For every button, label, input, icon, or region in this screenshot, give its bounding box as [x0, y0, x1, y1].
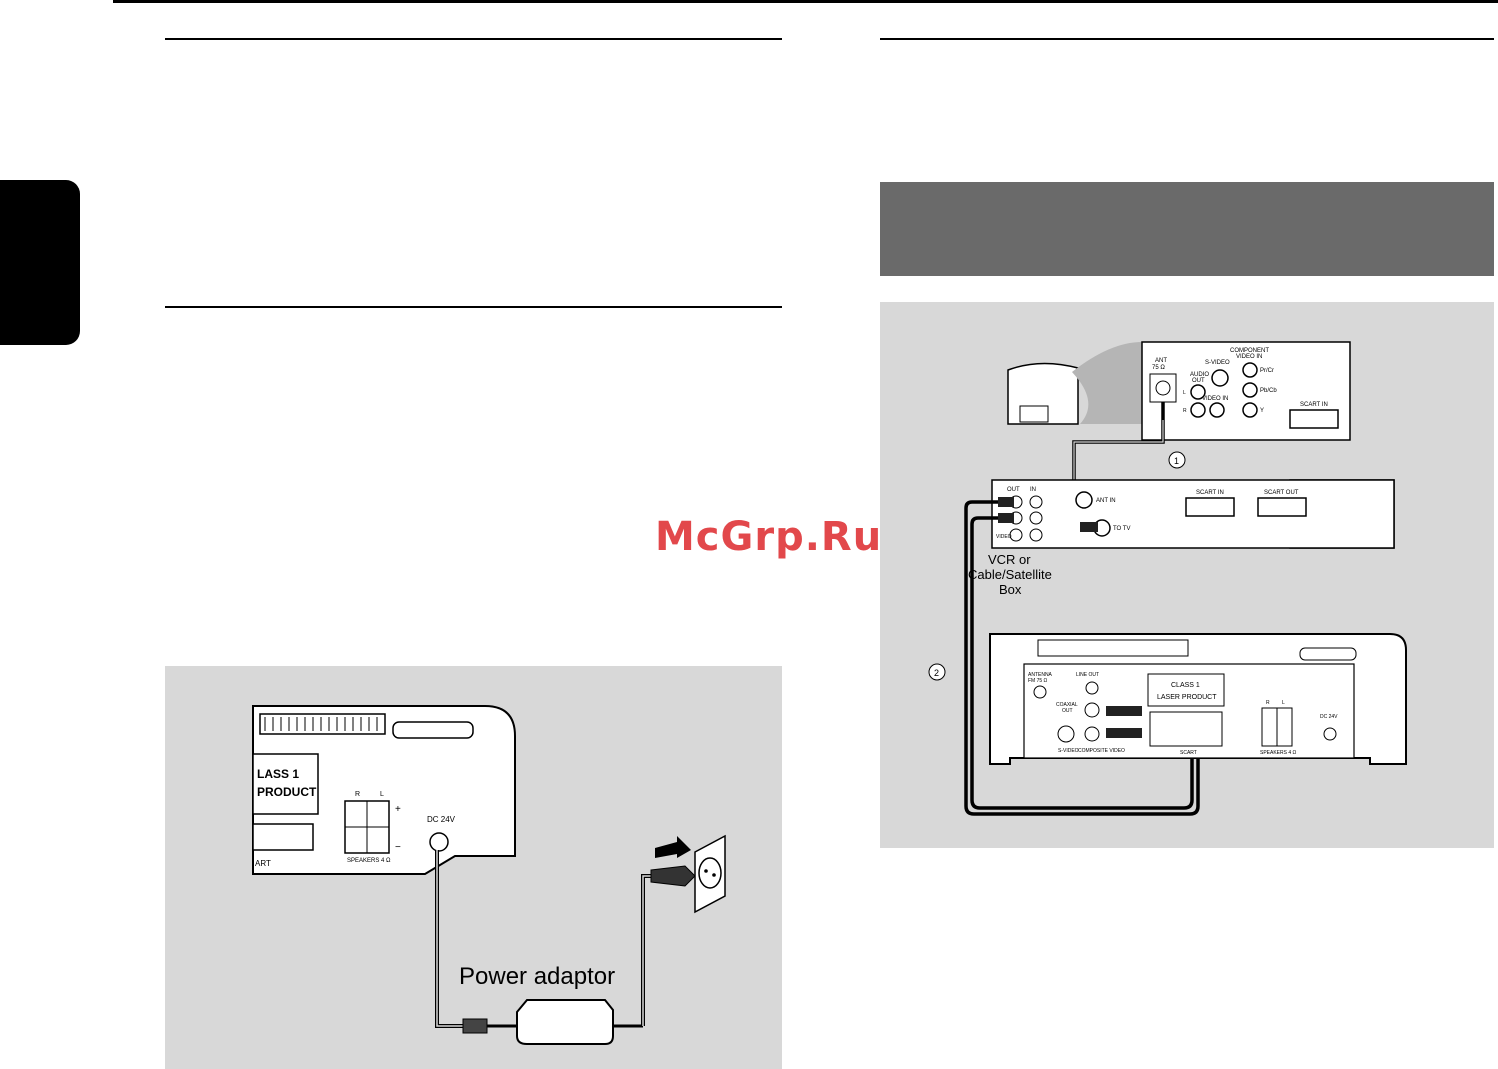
- vcr-to-tv-label: TO TV: [1113, 526, 1130, 532]
- tv-video-in-label: VIDEO IN: [1202, 396, 1228, 402]
- watermark: McGrp.Ru: [655, 514, 883, 560]
- language-tab: [0, 180, 80, 345]
- heading-band: [880, 182, 1494, 276]
- vcr-ant-in-label: ANT IN: [1096, 498, 1116, 504]
- tv-scart-label: SCART IN: [1300, 402, 1328, 408]
- unit-coaxial-out-label: OUT: [1062, 708, 1073, 714]
- speaker-r: R: [355, 791, 360, 798]
- step-1-badge: [1168, 451, 1186, 469]
- ferrite-core: [462, 1018, 488, 1034]
- unit-scart-label: SCART: [1180, 750, 1197, 756]
- speaker-l: L: [380, 791, 384, 798]
- unit-laser-label: LASER PRODUCT: [1157, 694, 1217, 701]
- vent-slots: [259, 713, 386, 735]
- unit-svideo-label: S-VIDEO: [1058, 748, 1079, 754]
- mains-plug: [650, 865, 696, 887]
- unit-composite-label: COMPOSITE VIDEO: [1078, 748, 1125, 754]
- class1-label: [252, 753, 319, 815]
- vcr-out-label: OUT: [1007, 487, 1020, 493]
- vcr-in-label: IN: [1030, 487, 1036, 493]
- tv-pr-label: Pr/Cr: [1260, 368, 1274, 374]
- unit-fm-label: FM 75 Ω: [1028, 678, 1048, 684]
- tv-audio-out-label: OUT: [1192, 378, 1205, 384]
- tv-ant-label: ANT: [1155, 358, 1167, 364]
- unit-l-label: L: [1282, 700, 1285, 706]
- scart-label: ART: [255, 859, 271, 868]
- dc-cable: [435, 850, 465, 1028]
- tv-r-label: R: [1183, 408, 1187, 414]
- vcr-caption-line3: Box: [999, 582, 1022, 597]
- unit-body: [252, 705, 516, 875]
- tv-y-label: Y: [1260, 408, 1264, 414]
- unit-line-out-label: LINE OUT: [1076, 672, 1099, 678]
- step-1-number: 1: [1174, 456, 1179, 466]
- unit-r-label: R: [1266, 700, 1270, 706]
- dc-label: DC 24V: [427, 815, 456, 824]
- tv-l-label: L: [1183, 390, 1186, 396]
- tv-audio-label: AUDIO: [1190, 372, 1209, 378]
- step-2-badge: [928, 663, 946, 681]
- label-product: PRODUCT: [257, 785, 317, 799]
- unit-speakers-label: SPEAKERS 4 Ω: [1260, 750, 1297, 756]
- section-rule-left-2: [165, 306, 782, 308]
- av-cable-b: [970, 516, 1194, 810]
- unit-coaxial-label: COAXIAL: [1056, 702, 1078, 708]
- tv-scart-socket: [1289, 409, 1339, 429]
- scart-socket: [252, 823, 314, 851]
- vcr-caption-line1: VCR or: [988, 552, 1031, 567]
- unit-class1-label: CLASS 1: [1171, 682, 1200, 689]
- vcr-scart-in-label: SCART IN: [1196, 490, 1224, 496]
- mains-cable: [641, 874, 653, 1026]
- tv-svideo-label: S-VIDEO: [1205, 360, 1230, 366]
- power-diagram: LASS 1 PRODUCT ART R L + − SPEAKERS 4 Ω …: [252, 705, 726, 1045]
- power-adaptor-caption: Power adaptor: [459, 963, 615, 990]
- label-class1: LASS 1: [257, 767, 299, 781]
- handle-recess: [392, 721, 474, 739]
- zoom-wedge: [1072, 342, 1142, 424]
- av-cable-a: [964, 500, 1200, 816]
- av-diagram: ANT 75 Ω AUDIO OUT S-VIDEO VIDEO IN L R …: [928, 341, 1407, 816]
- top-rule: [113, 0, 1498, 3]
- tv-component-video-in: VIDEO IN: [1236, 354, 1262, 360]
- tv-pb-label: Pb/Cb: [1260, 388, 1277, 394]
- section-rule-left-1: [165, 38, 782, 40]
- step-2-number: 2: [934, 668, 939, 678]
- insert-arrow: [655, 836, 691, 858]
- dc-jack: [429, 832, 449, 852]
- adaptor-brick: [516, 999, 614, 1045]
- vcr-scart-out-label: SCART OUT: [1264, 490, 1299, 496]
- power-diagram-panel: LASS 1 PRODUCT ART R L + − SPEAKERS 4 Ω …: [165, 666, 782, 1069]
- vcr-caption-line2: Cable/Satellite: [968, 567, 1052, 582]
- minus-sign: −: [395, 842, 401, 853]
- unit-antenna-label: ANTENNA: [1028, 672, 1053, 678]
- unit-dc-label: DC 24V: [1320, 714, 1338, 720]
- section-rule-right-1: [880, 38, 1494, 40]
- tv-ant-ohm: 75 Ω: [1152, 365, 1165, 371]
- tv-component-label: COMPONENT: [1230, 348, 1269, 354]
- av-diagram-panel: ANT 75 Ω AUDIO OUT S-VIDEO VIDEO IN L R …: [880, 302, 1494, 848]
- vcr-video-label: VIDEO: [996, 534, 1012, 540]
- speakers-label: SPEAKERS 4 Ω: [347, 858, 391, 864]
- plus-sign: +: [395, 804, 401, 815]
